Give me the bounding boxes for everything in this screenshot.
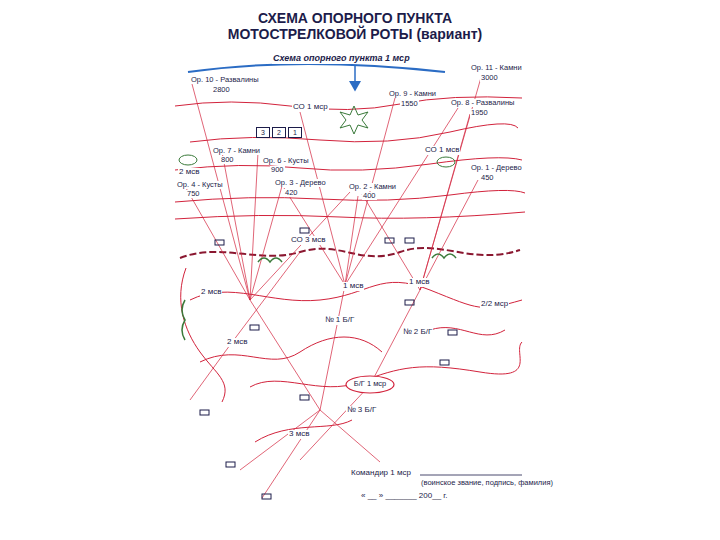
squad-box: 1 bbox=[288, 127, 302, 138]
node-text: 2 bbox=[277, 129, 281, 136]
map-label: Ор. 11 - Камни bbox=[470, 64, 523, 72]
map-label: СО 3 мсв bbox=[290, 236, 326, 245]
map-label: 800 bbox=[220, 156, 235, 164]
map-label: Ор. 10 - Развалины bbox=[190, 76, 260, 84]
map-label: 900 bbox=[270, 166, 285, 174]
map-label: 2800 bbox=[212, 86, 231, 94]
map-label: Ор. 3 - Дерево bbox=[274, 179, 327, 187]
map-label: 2/2 мср bbox=[480, 300, 509, 309]
map-title: СХЕМА ОПОРНОГО ПУНКТА МОТОСТРЕЛКОВОЙ РОТ… bbox=[210, 10, 500, 42]
map-label: Ор. 1 - Дерево bbox=[470, 164, 523, 172]
map-label: Командир 1 мср bbox=[350, 469, 412, 478]
map-label: СО 1 мсв bbox=[424, 146, 460, 155]
map-label: (воинское звание, подпись, фамилия) bbox=[420, 479, 554, 487]
node-text: 1 bbox=[293, 129, 297, 136]
map-label: Ор. 4 - Кусты bbox=[176, 181, 224, 189]
map-label: 1950 bbox=[470, 109, 489, 117]
map-label: № 2 Б/Г bbox=[402, 328, 433, 337]
vehicle-symbols bbox=[200, 228, 457, 499]
map-label: 3 мсв bbox=[288, 430, 310, 439]
map-label: Ор. 6 - Кусты bbox=[262, 157, 310, 165]
squad-box: 3 bbox=[256, 127, 270, 138]
direction-arrow bbox=[354, 66, 356, 90]
map-subtitle: Схема опорного пункта 1 мср bbox=[272, 54, 411, 64]
fire-lines bbox=[186, 74, 482, 498]
map-label: 3000 bbox=[480, 74, 499, 82]
map-label: 1 мсв bbox=[342, 282, 364, 291]
squad-box: 2 bbox=[272, 127, 286, 138]
map-label: 400 bbox=[362, 192, 377, 200]
map-label: № 1 Б/Г bbox=[324, 316, 355, 325]
map-label: 750 bbox=[186, 190, 201, 198]
map-label: 1 мсв bbox=[408, 278, 430, 287]
trench-lines bbox=[179, 106, 456, 340]
map-label: 450 bbox=[480, 174, 495, 182]
phase-lines bbox=[175, 97, 525, 442]
map-label: 2 мсв bbox=[178, 168, 200, 177]
map-label: № 3 Б/Г bbox=[346, 406, 377, 415]
boundary-line bbox=[188, 64, 445, 72]
map-label: Ор. 8 - Развалины bbox=[450, 99, 515, 107]
map-label: Ор. 2 - Камни bbox=[348, 183, 397, 191]
signature-line bbox=[420, 475, 522, 476]
map-label: СО 1 мср bbox=[292, 103, 329, 112]
map-label: 1550 bbox=[400, 100, 419, 108]
map-label: « __ » _______ 200__ г. bbox=[360, 492, 448, 501]
node-text: Б/Г 1 мср bbox=[353, 380, 387, 388]
map-label: Ор. 9 - Камни bbox=[388, 90, 437, 98]
map-label: 2 мсв bbox=[200, 288, 222, 297]
node-text: 3 bbox=[261, 129, 265, 136]
map-label: 2 мсв bbox=[226, 338, 248, 347]
map-label: Ор. 7 - Камни bbox=[212, 147, 261, 155]
position-oval: Б/Г 1 мср bbox=[345, 375, 395, 394]
map-label: 420 bbox=[284, 189, 299, 197]
